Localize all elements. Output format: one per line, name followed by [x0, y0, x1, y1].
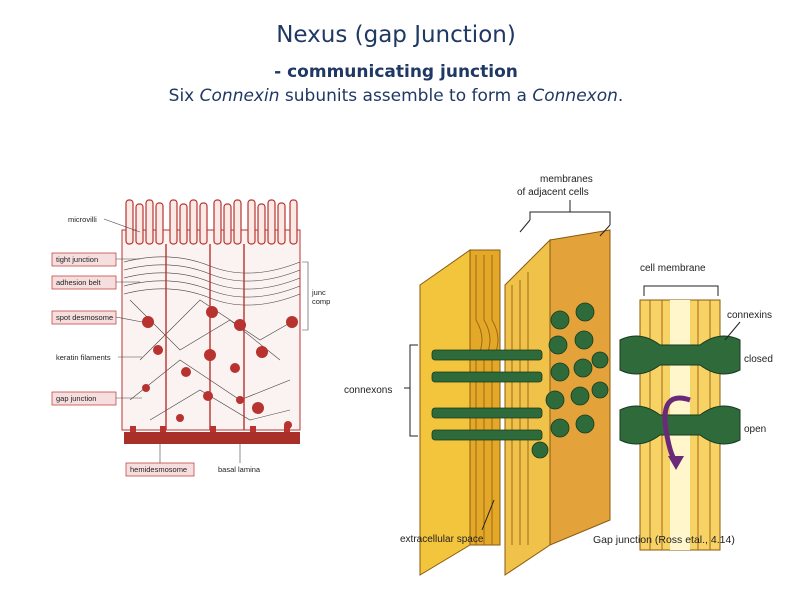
microvilli-drawing	[125, 199, 298, 245]
label-adhesion-belt: adhesion belt	[56, 278, 102, 287]
connexin-open	[619, 405, 741, 445]
desc-connexin: Connexin	[199, 86, 280, 106]
label-junctional-complex-2: comp	[312, 297, 330, 306]
label-open: open	[744, 424, 766, 435]
label-closed: closed	[744, 354, 773, 365]
desc-part2: subunits assemble to form a	[279, 86, 533, 106]
label-adjacent-cells: of adjacent cells	[517, 187, 589, 198]
label-microvilli: microvilli	[68, 215, 97, 224]
desc-connexon: Connexon	[532, 86, 618, 106]
basal-lamina-band	[124, 432, 300, 444]
label-spot-desmosome: spot desmosome	[56, 313, 113, 322]
label-extracellular-space: extracellular space	[400, 534, 484, 545]
label-membranes: membranes	[540, 174, 593, 185]
label-connexons: connexons	[344, 385, 392, 396]
epithelium-diagram: microvilli tight junction adhesion belt …	[51, 199, 330, 477]
connexon-rods	[431, 349, 543, 441]
slide-description: Six Connexin subunits assemble to form a…	[0, 86, 792, 106]
connexon-heads	[531, 302, 609, 459]
connexin-closed	[619, 335, 741, 375]
label-cell-membrane: cell membrane	[640, 263, 706, 274]
gap-junction-diagram: membranes of adjacent cells cell membran…	[344, 174, 773, 576]
label-gap-junction: gap junction	[56, 394, 96, 403]
slide-title: Nexus (gap Junction)	[276, 22, 516, 48]
label-keratin-filaments: keratin filaments	[56, 353, 111, 362]
label-basal-lamina: basal lamina	[218, 465, 261, 474]
label-hemidesmosome: hemidesmosome	[130, 465, 187, 474]
label-connexins: connexins	[727, 310, 772, 321]
desc-part1: Six	[168, 86, 200, 106]
label-tight-junction: tight junction	[56, 255, 98, 264]
figure-caption: Gap junction (Ross etal., 4.14)	[593, 534, 735, 546]
desc-part3: .	[617, 86, 624, 106]
slide-subtitle: - communicating junction	[274, 62, 518, 82]
label-junctional-complex-1: junc	[311, 288, 326, 297]
